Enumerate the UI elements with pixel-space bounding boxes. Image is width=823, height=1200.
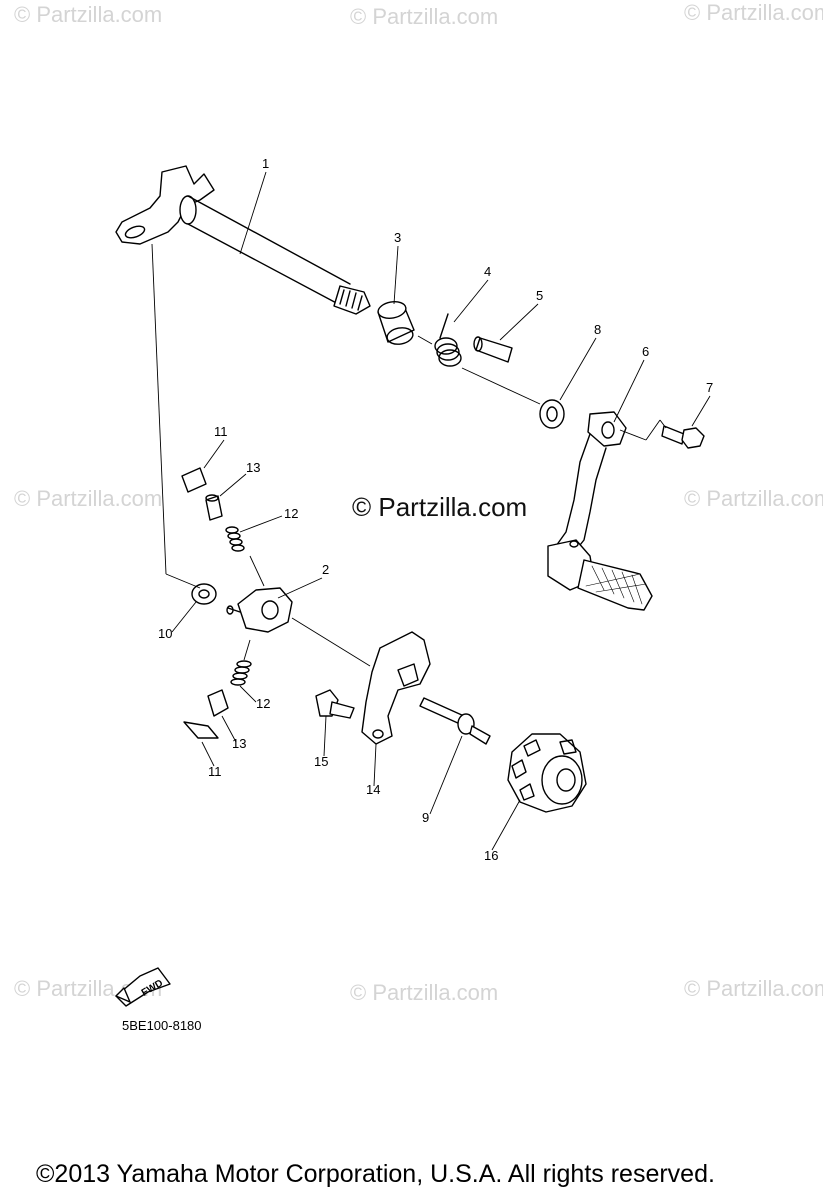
shift-cam-part-16: [507, 733, 587, 813]
segment-plate-part-14: [361, 631, 431, 745]
bolt-part-15: [315, 689, 355, 719]
part-label-5: 5: [536, 288, 543, 303]
bushing-part-3: [377, 301, 415, 345]
key-part-11-top: [181, 467, 207, 493]
part-label-8: 8: [594, 322, 601, 337]
part-label-3: 3: [394, 230, 401, 245]
spring-part-12-top: [225, 526, 245, 552]
pin-part-5: [473, 336, 513, 363]
key-part-11-bottom: [183, 721, 219, 739]
shift-pedal-part-6: [547, 411, 653, 611]
copyright-notice: ©2013 Yamaha Motor Corporation, U.S.A. A…: [36, 1160, 715, 1188]
part-label-15: 15: [314, 754, 328, 769]
part-label-7: 7: [706, 380, 713, 395]
part-label-10: 10: [158, 626, 172, 641]
part-label-1: 1: [262, 156, 269, 171]
watermark-top-right: © Partzilla.com: [684, 0, 823, 25]
watermark-mid-left: © Partzilla.com: [14, 486, 163, 511]
part-label-6: 6: [642, 344, 649, 359]
watermark-bottom-right: © Partzilla.com: [684, 976, 823, 1001]
spring-part-12-bottom: [230, 660, 252, 686]
part-label-13-top: 13: [246, 460, 260, 475]
part-label-14: 14: [366, 782, 380, 797]
shift-shaft-screw-part-9: [419, 697, 491, 745]
part-label-11-bottom: 11: [208, 764, 222, 779]
bolt-part-7: [661, 425, 705, 449]
cap-part-13-bottom: [207, 689, 229, 717]
center-watermark: © Partzilla.com: [352, 492, 528, 522]
shift-guide-part-2: [226, 587, 293, 633]
part-label-9: 9: [422, 810, 429, 825]
watermark-bottom-center: © Partzilla.com: [350, 980, 499, 1005]
cap-part-13-top: [205, 494, 223, 521]
part-label-12-bottom: 12: [256, 696, 270, 711]
forward-arrow-icon: [115, 967, 171, 1007]
oil-seal-part-8: [539, 399, 565, 429]
watermark-top-center: © Partzilla.com: [350, 4, 499, 29]
part-label-11-top: 11: [214, 424, 228, 439]
diagram-code: 5BE100-8180: [122, 1018, 202, 1033]
part-label-2: 2: [322, 562, 329, 577]
watermark-mid-right: © Partzilla.com: [684, 486, 823, 511]
part-label-16: 16: [484, 848, 498, 863]
shift-shaft-part-1: [115, 165, 371, 315]
washer-part-10: [191, 583, 217, 605]
part-label-12-top: 12: [284, 506, 298, 521]
part-label-4: 4: [484, 264, 491, 279]
return-spring-part-4: [434, 313, 462, 367]
watermark-top-left: © Partzilla.com: [14, 2, 163, 27]
part-label-13-bottom: 13: [232, 736, 246, 751]
